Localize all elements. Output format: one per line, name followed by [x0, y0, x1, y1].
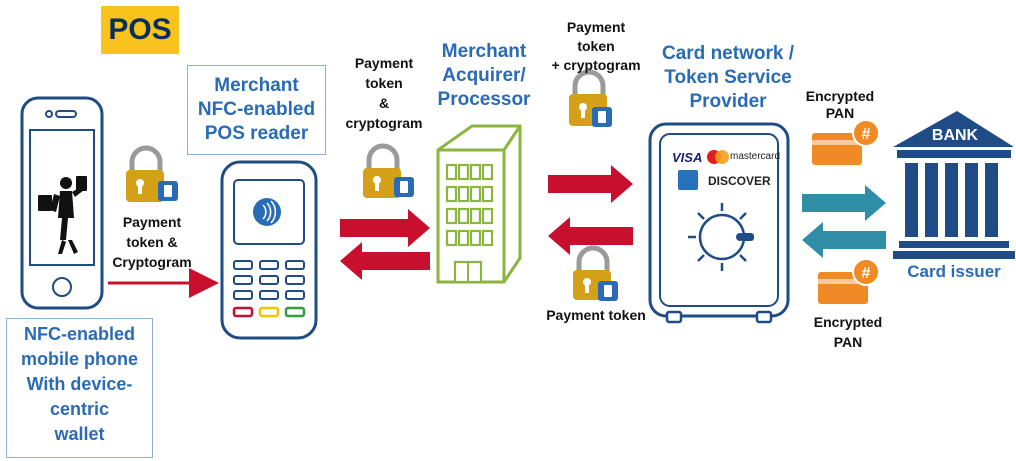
- label-line: Cryptogram: [112, 254, 192, 270]
- lock-icon: [573, 245, 618, 301]
- phone-label-box: [6, 318, 153, 458]
- reader-to-acquirer-label: Payment token & cryptogram: [336, 53, 432, 133]
- phone-to-reader-label: Payment token & Cryptogram: [106, 212, 198, 272]
- label-line: Payment: [122, 214, 182, 230]
- label-line: token: [577, 38, 615, 54]
- label-line: + cryptogram: [551, 57, 641, 73]
- bank-to-network-label: Encrypted PAN: [805, 312, 891, 352]
- lock-icon: [569, 69, 612, 127]
- network-to-acquirer-label: Payment token: [546, 307, 646, 323]
- label-line: token: [365, 75, 403, 91]
- label-line: PAN: [825, 105, 855, 121]
- network-to-bank-arrow: [802, 185, 886, 221]
- label-line: Encrypted: [805, 88, 875, 104]
- mastercard-logo-icon: [707, 150, 729, 164]
- label-line: Encrypted: [813, 314, 883, 330]
- label-line: POS reader: [204, 123, 309, 144]
- label-line: mobile phone: [21, 349, 138, 369]
- lock-icon: [126, 145, 178, 202]
- pos-reader-title: Merchant NFC-enabled POS reader: [189, 74, 324, 146]
- label-line: &: [378, 95, 390, 111]
- mobile-phone-icon: [20, 96, 104, 310]
- label-line: Payment: [566, 19, 626, 35]
- card-issuer-label: Card issuer: [907, 262, 1001, 281]
- bank-to-network-arrow: [802, 222, 886, 258]
- label-line: NFC-enabled: [197, 99, 316, 120]
- visa-logo: VISA: [672, 150, 703, 165]
- label-line: centric: [49, 399, 110, 419]
- pos-badge: POS: [101, 6, 179, 54]
- acquirer-to-network-label: Payment token + cryptogram: [545, 18, 647, 75]
- discover-logo: DISCOVER: [708, 174, 771, 188]
- svg-text:#: #: [862, 265, 871, 282]
- pos-reader-title-box: [187, 65, 326, 155]
- label-line: Merchant: [441, 41, 527, 62]
- acquirer-building-icon: [436, 124, 522, 284]
- label-line: Merchant: [214, 75, 299, 96]
- lock-icon: [363, 143, 414, 198]
- acquirer-title: Merchant Acquirer/ Processor: [430, 40, 538, 112]
- label-line: wallet: [54, 424, 105, 444]
- svg-text:#: #: [862, 126, 871, 143]
- network-to-bank-label: Encrypted PAN: [800, 88, 880, 122]
- pos-terminal-icon: [220, 160, 318, 340]
- label-line: PAN: [833, 334, 863, 350]
- label-line: token &: [126, 234, 178, 250]
- label-line: Card network /: [662, 43, 794, 64]
- encrypted-card-icon: #: [812, 119, 880, 165]
- mastercard-logo: mastercard: [730, 151, 781, 162]
- label-line: cryptogram: [345, 115, 423, 131]
- reader-to-acquirer-arrow: [340, 209, 430, 247]
- token-vault-icon: [648, 122, 790, 324]
- bank-sign: BANK: [931, 127, 979, 144]
- label-line: With device-: [26, 374, 133, 394]
- acquirer-to-network-arrow: [548, 165, 633, 203]
- label-line: Processor: [437, 89, 531, 110]
- network-to-acquirer-arrow: [548, 217, 633, 255]
- phone-label: NFC-enabled mobile phone With device- ce…: [8, 322, 151, 447]
- encrypted-card-icon: #: [818, 258, 880, 304]
- bank-building-icon: [893, 111, 1015, 259]
- card-network-title: Card network / Token Service Provider: [652, 42, 804, 114]
- label-line: Token Service: [664, 67, 792, 88]
- acquirer-to-reader-arrow: [340, 242, 430, 280]
- label-line: NFC-enabled: [23, 324, 135, 344]
- amex-logo-icon: [678, 170, 698, 190]
- label-line: Provider: [689, 91, 767, 112]
- shopper-icon: [38, 176, 87, 254]
- label-line: Acquirer/: [442, 65, 526, 86]
- label-line: Payment: [354, 55, 414, 71]
